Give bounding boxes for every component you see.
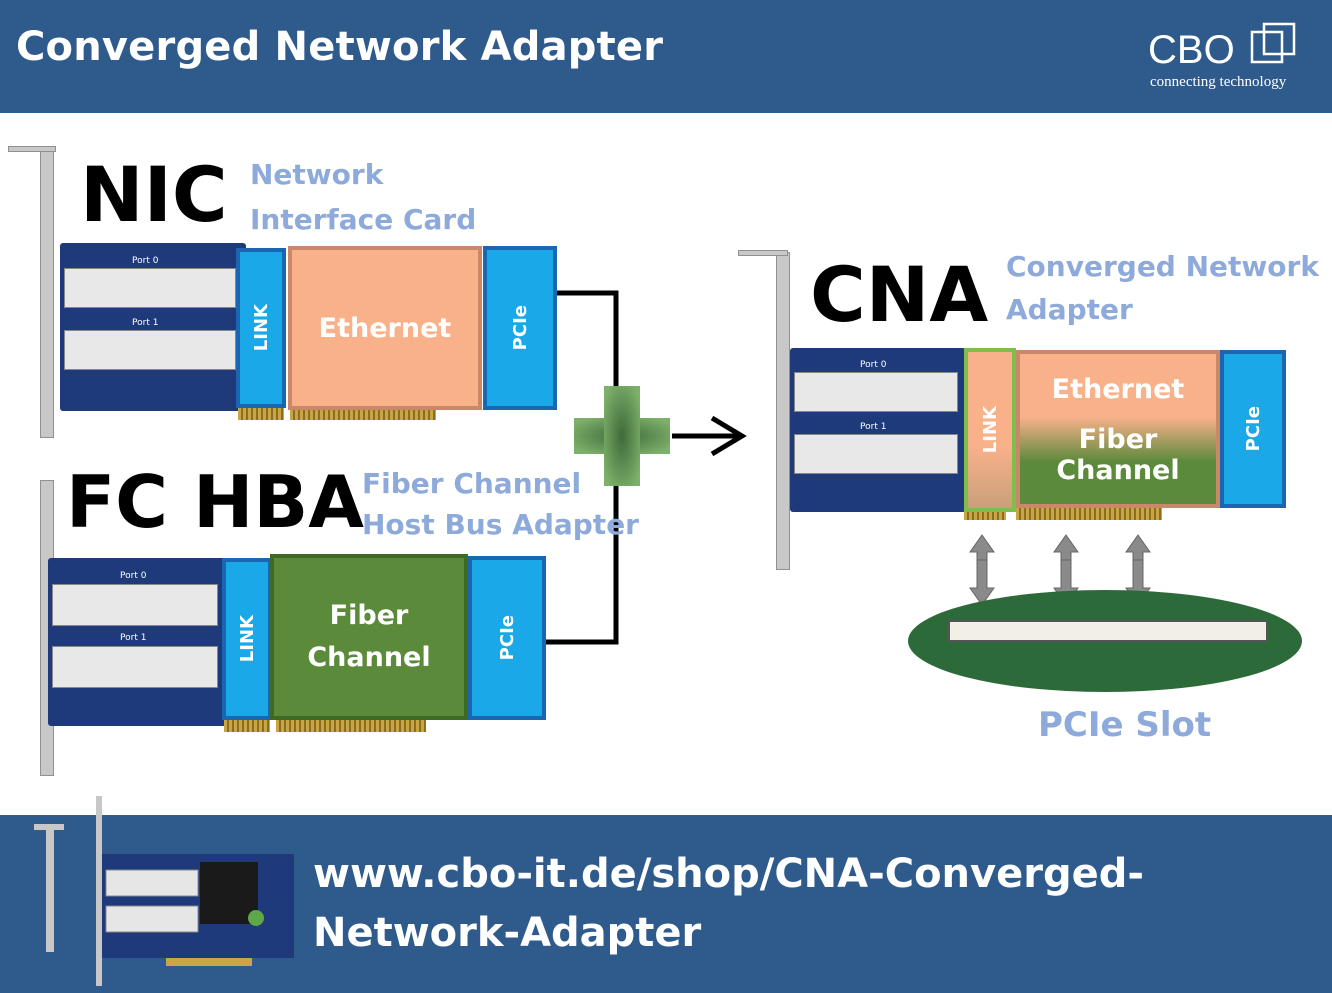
page-title: Converged Network Adapter	[16, 24, 664, 70]
nic-link-block: LINK	[236, 248, 286, 408]
nic-pcie-block: PCIe	[483, 246, 557, 410]
pcie-slot-board	[908, 590, 1302, 692]
nic-port-1	[64, 330, 236, 370]
hba-fiber-channel-block: Fiber Channel	[270, 554, 468, 720]
insert-arrow-1-icon	[969, 534, 995, 606]
logo-text: CBO	[1148, 28, 1235, 72]
hba-fiber-channel-text-line1: Fiber	[329, 600, 409, 631]
hba-description-line1: Fiber Channel	[362, 467, 582, 500]
nic-link-text: LINK	[250, 304, 272, 352]
cna-link-block: LINK	[964, 348, 1016, 512]
cna-port-0-label: Port 0	[860, 360, 887, 370]
hba-fiber-channel-text-line2: Channel	[307, 642, 431, 673]
hba-gold-contacts-2	[276, 720, 426, 732]
cna-pcie-text: PCIe	[1242, 406, 1264, 452]
logo-tagline: connecting technology	[1150, 74, 1287, 90]
hba-port-1	[52, 646, 218, 688]
cna-description-line2: Adapter	[1006, 293, 1133, 326]
header-banner: Converged Network Adapter CBO connecting…	[0, 0, 1332, 113]
cna-bracket	[776, 252, 790, 570]
pcie-slot-label: PCIe Slot	[1038, 705, 1212, 745]
cna-gold-contacts-2	[1016, 508, 1162, 520]
cna-link-text: LINK	[979, 406, 1001, 454]
hba-link-block: LINK	[222, 558, 272, 720]
hba-port-1-label: Port 1	[120, 633, 147, 643]
footer-url-line2[interactable]: Network-Adapter	[313, 910, 702, 956]
plus-icon	[574, 386, 670, 486]
nic-pcie-text: PCIe	[509, 305, 531, 351]
pcie-slot-connector	[948, 620, 1268, 642]
nic-bracket-top	[8, 146, 56, 152]
cna-label: CNA	[810, 250, 989, 339]
nic-description-line1: Network	[250, 158, 384, 191]
cna-port-1	[794, 434, 958, 474]
nic-port-1-label: Port 1	[132, 318, 159, 328]
hba-pcie-text: PCIe	[496, 615, 518, 661]
cna-converged-block: Ethernet Fiber Channel	[1016, 350, 1220, 508]
cbo-logo: CBO connecting technology	[1148, 20, 1308, 100]
nic-port-0-label: Port 0	[132, 256, 159, 266]
nic-port-0	[64, 268, 236, 308]
footer-url-line1[interactable]: www.cbo-it.de/shop/CNA-Converged-	[313, 851, 1144, 897]
hba-port-0	[52, 584, 218, 626]
arrow-right-icon	[672, 415, 747, 457]
nic-gold-contacts-2	[290, 408, 436, 420]
cna-port-1-label: Port 1	[860, 422, 887, 432]
footer-url[interactable]: www.cbo-it.de/shop/CNA-Converged- Networ…	[313, 845, 1213, 963]
nic-label: NIC	[80, 150, 228, 239]
hba-port-0-label: Port 0	[120, 571, 147, 581]
nic-description-line2: Interface Card	[250, 203, 477, 236]
hba-link-text: LINK	[236, 615, 258, 663]
cna-description-line1: Converged Network	[1006, 250, 1319, 283]
hba-label: FC HBA	[66, 460, 364, 544]
nic-ethernet-text: Ethernet	[318, 312, 452, 344]
nic-ethernet-block: Ethernet	[288, 246, 482, 410]
cna-bracket-top	[738, 250, 788, 256]
cna-product-photo	[34, 796, 294, 986]
cna-ethernet-text: Ethernet	[1051, 374, 1185, 405]
hba-pcie-block: PCIe	[468, 556, 546, 720]
cna-fiber-channel-text: Fiber Channel	[1056, 424, 1180, 486]
hba-description-line2: Host Bus Adapter	[362, 508, 639, 541]
nic-bracket	[40, 148, 54, 438]
logo-mark-icon	[1250, 22, 1296, 64]
nic-gold-contacts	[238, 408, 284, 420]
hba-gold-contacts	[224, 720, 270, 732]
cna-pcie-block: PCIe	[1220, 350, 1286, 508]
cna-port-0	[794, 372, 958, 412]
